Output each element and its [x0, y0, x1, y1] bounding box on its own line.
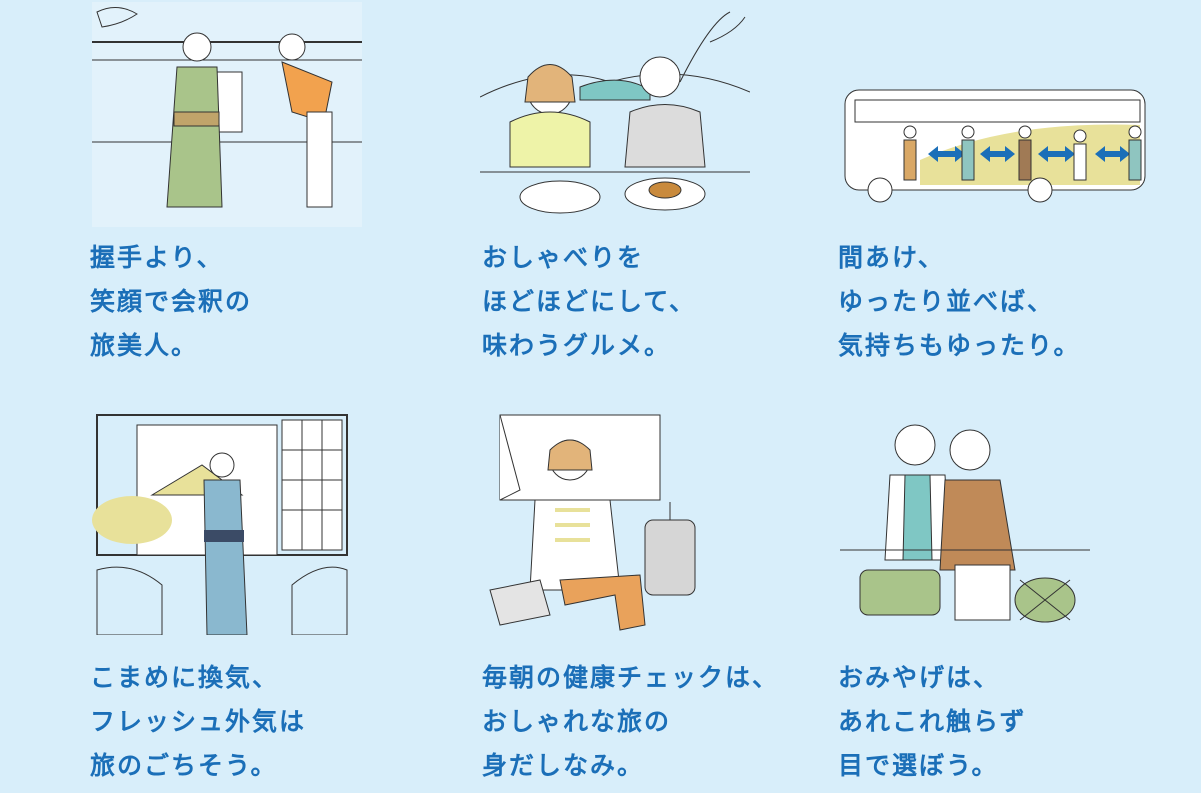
caption-line: フレッシュ外気は [90, 707, 307, 736]
tip-caption-health-check: 毎朝の健康チェックは、 おしゃれな旅の 身だしなみ。 [482, 656, 842, 788]
tip-caption-distance: 間あけ、 ゆったり並べば、 気持ちもゆったり。 [838, 236, 1198, 368]
caption-line: 間あけ、 [838, 243, 945, 272]
tip-caption-dining: おしゃべりを ほどほどにして、 味わうグルメ。 [482, 236, 842, 368]
tip-caption-souvenir: おみやげは、 あれこれ触らず 目で選ぼう。 [838, 656, 1198, 788]
caption-line: 味わうグルメ。 [482, 331, 672, 360]
tip-caption-ventilation: こまめに換気、 フレッシュ外気は 旅のごちそう。 [90, 656, 450, 788]
caption-line: 旅のごちそう。 [90, 751, 278, 780]
caption-line: ゆったり並べば、 [838, 287, 1055, 316]
caption-line: おしゃれな旅の [482, 707, 672, 736]
caption-line: 旅美人。 [90, 331, 199, 360]
souvenir-shopping-illustration [840, 410, 1090, 635]
caption-line: こまめに換気、 [90, 663, 280, 692]
caption-line: おしゃべりを [482, 243, 645, 272]
health-check-illustration [480, 410, 750, 635]
caption-line: 握手より、 [90, 243, 224, 272]
bus-queue-illustration [840, 80, 1155, 220]
tip-caption-greeting: 握手より、 笑顔で会釈の 旅美人。 [90, 236, 450, 368]
caption-line: 笑顔で会釈の [90, 287, 253, 316]
caption-line: ほどほどにして、 [482, 287, 697, 316]
caption-line: あれこれ触らず [838, 707, 1027, 736]
greeting-bow-illustration [92, 2, 362, 227]
caption-line: おみやげは、 [838, 663, 1001, 692]
ventilation-window-illustration [92, 410, 350, 635]
dining-illustration [480, 2, 750, 227]
caption-line: 目で選ぼう。 [838, 751, 999, 780]
caption-line: 気持ちもゆったり。 [838, 331, 1081, 360]
caption-line: 身だしなみ。 [482, 751, 645, 780]
caption-line: 毎朝の健康チェックは、 [482, 663, 780, 692]
